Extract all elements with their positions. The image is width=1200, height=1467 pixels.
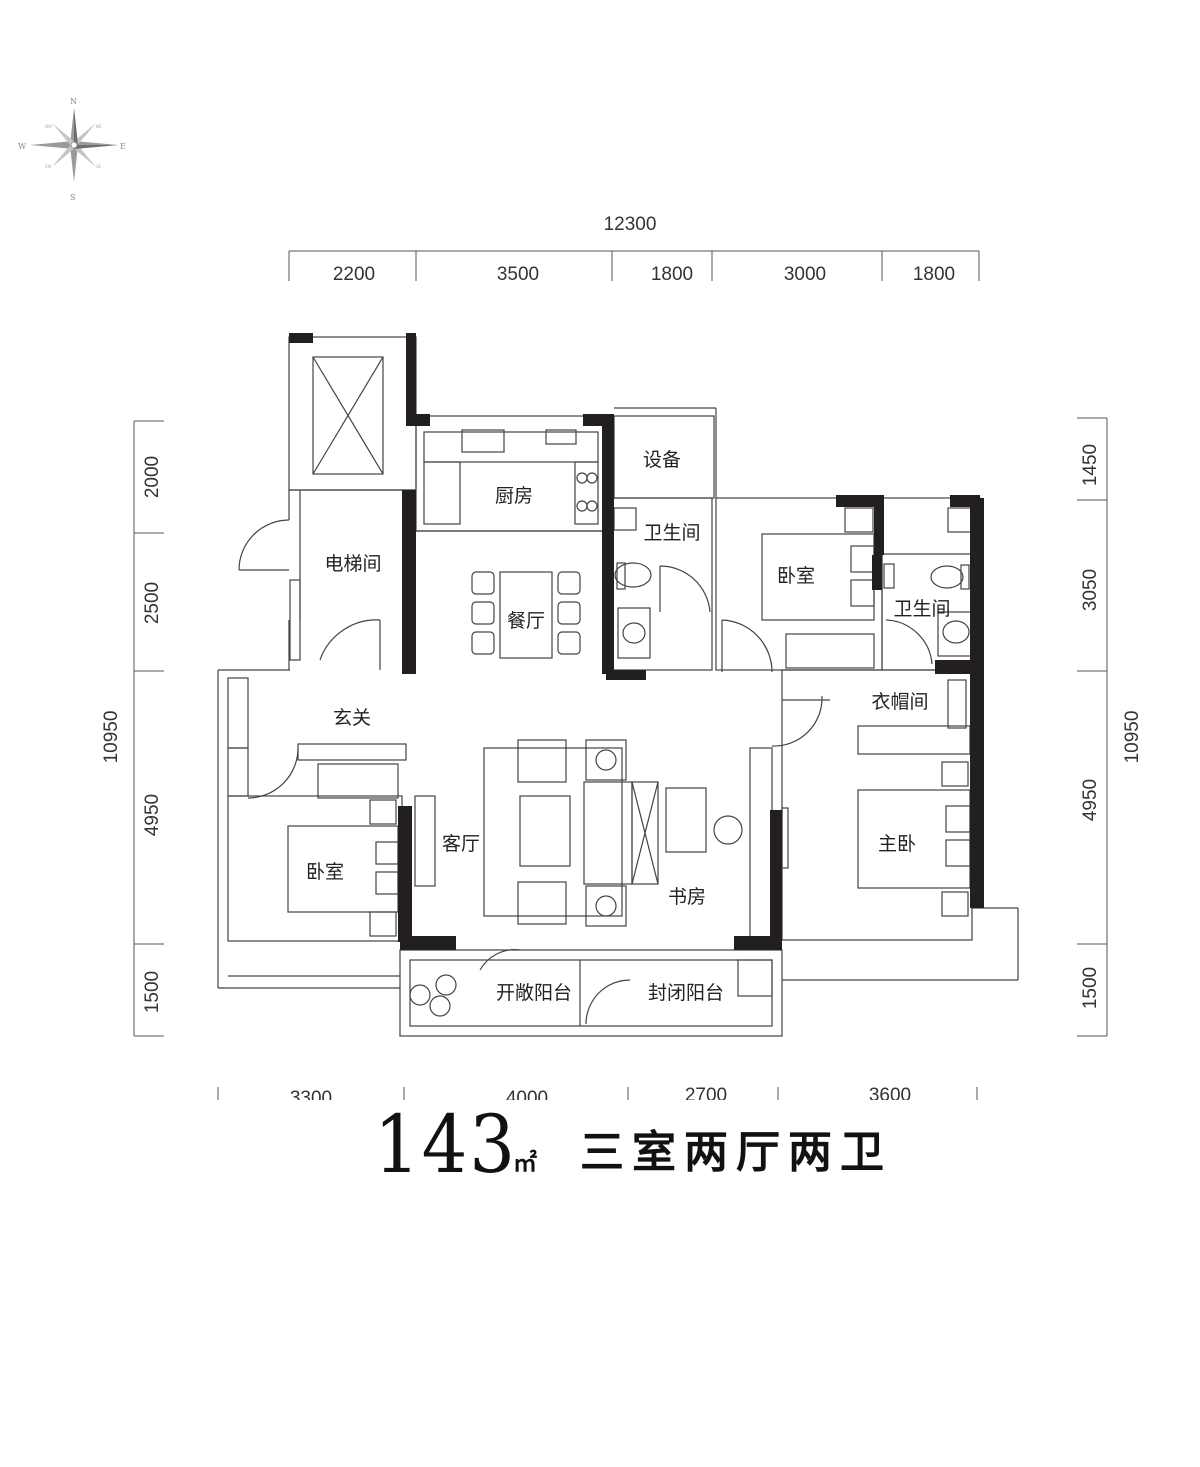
thin-walls xyxy=(217,336,1019,1037)
compass-s: S xyxy=(70,193,75,202)
compass-w: W xyxy=(18,142,27,151)
dim-right-2: 3050 xyxy=(1080,569,1101,611)
room-bath-2: 卫生间 xyxy=(893,598,950,620)
room-equipment: 设备 xyxy=(643,449,681,471)
dim-left-1: 2000 xyxy=(142,456,163,498)
compass-se: SE xyxy=(96,164,102,169)
area-unit: ㎡ xyxy=(513,1149,537,1177)
room-bath-1: 卫生间 xyxy=(643,522,700,544)
room-foyer: 玄关 xyxy=(333,707,371,729)
area-number: 143 xyxy=(374,1098,517,1191)
compass-nw: NW xyxy=(45,124,52,129)
room-closed-balcony: 封闭阳台 xyxy=(648,982,724,1004)
dim-top-3: 1800 xyxy=(651,264,693,285)
room-elevator-hall: 电梯间 xyxy=(324,553,381,575)
dim-top-4: 3000 xyxy=(784,264,826,285)
room-master: 主卧 xyxy=(878,833,916,855)
dim-left-total: 10950 xyxy=(101,711,122,764)
dim-left-2: 2500 xyxy=(142,582,163,624)
room-open-balcony: 开敞阳台 xyxy=(496,982,572,1004)
compass-ne: NE xyxy=(96,124,102,129)
floor-plan: N S E W NW NE SW SE xyxy=(18,97,1143,1100)
room-living: 客厅 xyxy=(442,833,480,855)
dim-right-total: 10950 xyxy=(1122,711,1143,764)
compass-e: E xyxy=(120,142,126,151)
room-wardrobe: 衣帽间 xyxy=(871,691,928,713)
dim-bottom-4: 3600 xyxy=(869,1085,911,1100)
dim-bottom-1: 3300 xyxy=(290,1088,332,1100)
compass-icon: N S E W NW NE SW SE xyxy=(18,97,126,202)
room-bedroom-north: 卧室 xyxy=(777,565,815,587)
layout-type: 三室两厅两卫 xyxy=(580,1127,892,1178)
dim-right-3: 4950 xyxy=(1080,779,1101,821)
room-kitchen: 厨房 xyxy=(495,485,533,507)
room-bedroom-west: 卧室 xyxy=(306,861,344,883)
dim-bottom-2: 4000 xyxy=(506,1088,548,1100)
compass-sw: SW xyxy=(45,164,52,169)
dim-top-2: 3500 xyxy=(497,264,539,285)
thick-walls xyxy=(289,333,984,950)
dim-top-1: 2200 xyxy=(333,264,375,285)
dim-left-3: 4950 xyxy=(142,794,163,836)
dim-left-4: 1500 xyxy=(142,971,163,1013)
dim-top-5: 1800 xyxy=(913,264,955,285)
room-study: 书房 xyxy=(668,886,706,908)
dim-top-total: 12300 xyxy=(604,214,657,235)
dim-bottom-3: 2700 xyxy=(685,1085,727,1100)
dimension-lines xyxy=(133,250,1108,1100)
compass-n: N xyxy=(70,97,77,106)
dim-right-1: 1450 xyxy=(1080,444,1101,486)
dim-right-4: 1500 xyxy=(1080,967,1101,1009)
room-dining: 餐厅 xyxy=(507,610,545,632)
